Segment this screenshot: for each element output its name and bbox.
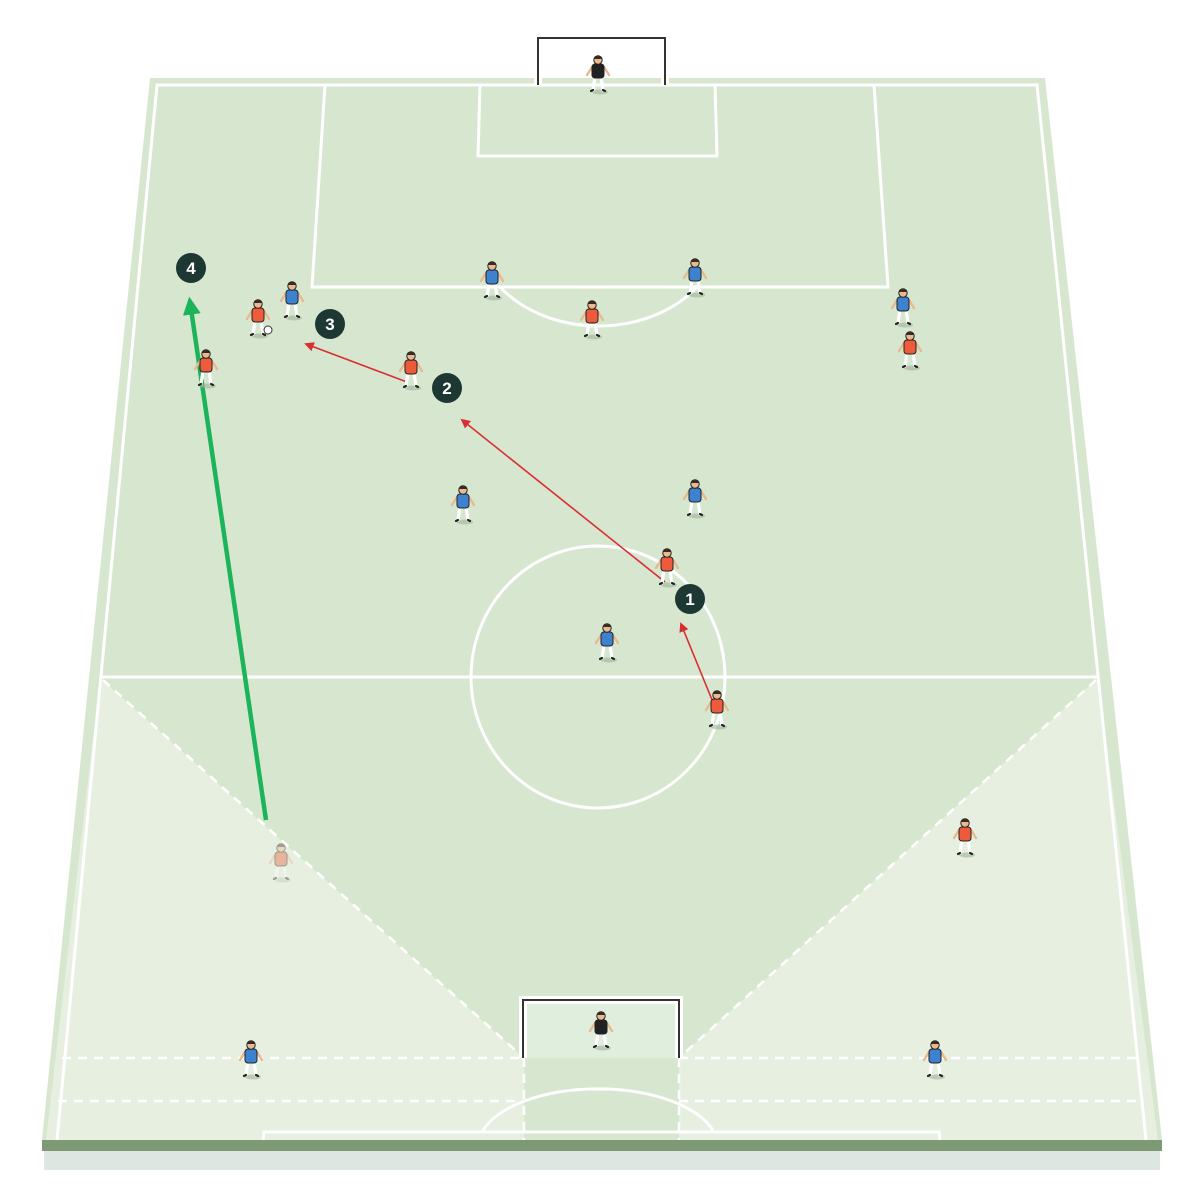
left-wedge-line [102, 679, 525, 1059]
player-blue [450, 485, 476, 525]
player-red [654, 548, 680, 588]
marker-label: 1 [685, 590, 694, 609]
pass-arrow-to-1 [679, 622, 718, 713]
top-goal-area [476, 84, 719, 158]
player-blue [922, 1040, 948, 1080]
player-red [579, 300, 605, 340]
player-blue [594, 623, 620, 663]
right-wedge-zone [679, 678, 1158, 1140]
player-red [897, 331, 923, 371]
player-blue [479, 261, 505, 301]
player-red [268, 843, 294, 883]
player-blue [890, 288, 916, 328]
pass-arrow-to-3 [304, 342, 408, 383]
run-arrow-to-4 [182, 296, 269, 821]
marker-circle [315, 309, 345, 339]
marker-2: 2 [432, 373, 462, 403]
marker-1: 1 [675, 584, 705, 614]
player-blue [238, 1040, 264, 1080]
top-goal-outline [537, 37, 666, 85]
marker-circle [432, 373, 462, 403]
marker-3: 3 [315, 309, 345, 339]
player-blue [682, 258, 708, 298]
ball-icon [263, 325, 273, 335]
player-blue [682, 479, 708, 519]
marker-label: 2 [442, 379, 451, 398]
bottom-penalty-area [261, 1130, 942, 1141]
pitch-base-shadow [44, 1150, 1160, 1170]
marker-circle [176, 253, 206, 283]
bottom-penalty-arc [480, 1087, 716, 1133]
marker-label: 3 [325, 315, 334, 334]
touchline [55, 83, 1148, 1141]
bottom-goal-outline [522, 999, 680, 1058]
right-wedge-line [678, 679, 1097, 1059]
marker-label: 4 [186, 259, 196, 278]
player-red [398, 351, 424, 391]
marker-4: 4 [176, 253, 206, 283]
top-penalty-arc [498, 285, 699, 328]
player-red [245, 299, 271, 339]
player-red [193, 349, 219, 389]
player-goalkeeper [585, 55, 611, 95]
players-layer [193, 55, 978, 1080]
centre-circle [469, 544, 727, 810]
left-wedge-zone [46, 678, 524, 1140]
top-penalty-area [310, 84, 890, 289]
player-blue [279, 281, 305, 321]
player-red [952, 818, 978, 858]
marker-circle [675, 584, 705, 614]
pitch-base-strip [42, 1140, 1162, 1151]
pass-arrow-to-2 [460, 418, 666, 583]
player-goalkeeper [588, 1011, 614, 1051]
player-red [704, 690, 730, 730]
